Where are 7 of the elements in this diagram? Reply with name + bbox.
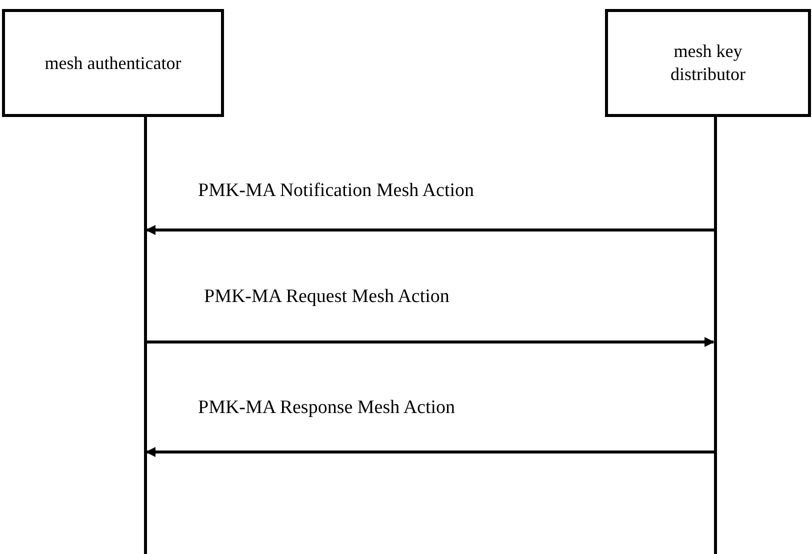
message-arrow	[145, 337, 714, 347]
participant-name: mesh key distributor	[670, 40, 746, 86]
message-label: PMK-MA Request Mesh Action	[204, 286, 450, 308]
message-arrow	[146, 447, 715, 457]
participant-name: mesh authenticator	[44, 52, 182, 74]
message-arrow	[146, 225, 715, 235]
message-label: PMK-MA Response Mesh Action	[198, 397, 456, 419]
